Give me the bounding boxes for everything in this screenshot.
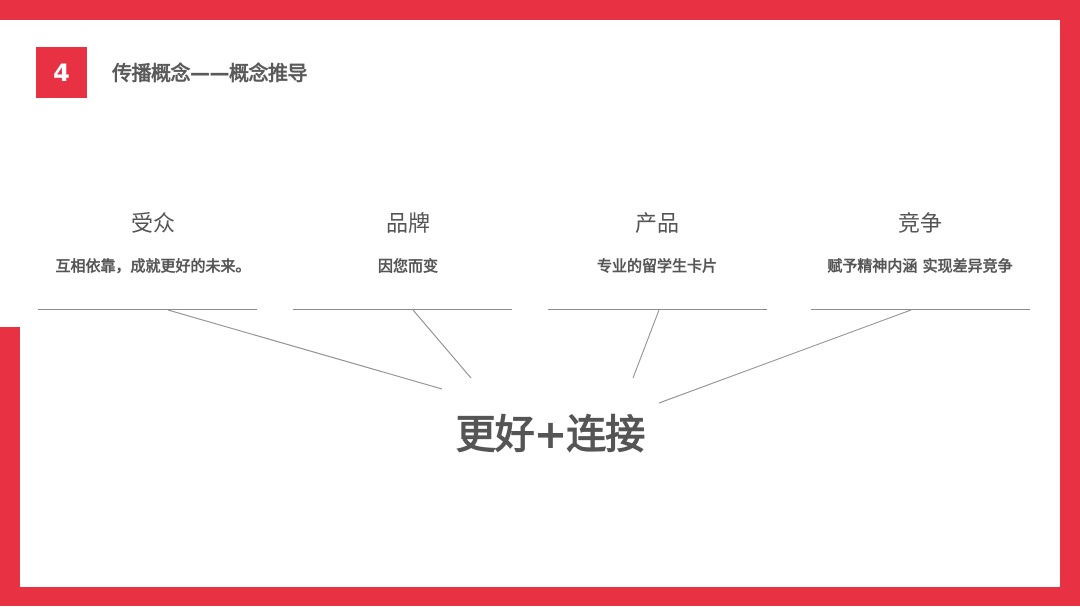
concept-subtitle: 赋予精神内涵 实现差异竞争 — [827, 257, 1013, 275]
concept-title: 品牌 — [385, 212, 430, 237]
concept-title: 受众 — [130, 212, 175, 237]
frame-right-bar — [1060, 0, 1080, 606]
result-headline: 更好+连接 — [455, 412, 646, 458]
concept-title: 产品 — [634, 212, 679, 237]
connector-competition — [658, 309, 912, 404]
concept-subtitle: 因您而变 — [377, 257, 438, 275]
frame-top-bar — [0, 0, 1080, 20]
concept-subtitle: 专业的留学生卡片 — [596, 257, 717, 275]
frame-left-bar — [0, 327, 20, 606]
concept-competition: 竞争 赋予精神内涵 实现差异竞争 — [800, 208, 1040, 278]
connector-audience — [167, 309, 443, 390]
slide-number-badge: 4 — [36, 47, 87, 98]
connector-brand — [412, 309, 472, 379]
connector-product — [632, 309, 660, 379]
concept-brand: 品牌 因您而变 — [288, 208, 528, 278]
concept-product: 产品 专业的留学生卡片 — [537, 208, 777, 278]
concept-audience: 受众 互相依靠，成就更好的未来。 — [33, 208, 273, 278]
page-title: 传播概念——概念推导 — [112, 61, 308, 85]
concept-subtitle: 互相依靠，成就更好的未来。 — [55, 257, 251, 275]
frame-bottom-bar — [0, 587, 1080, 606]
concept-title: 竞争 — [897, 212, 942, 237]
